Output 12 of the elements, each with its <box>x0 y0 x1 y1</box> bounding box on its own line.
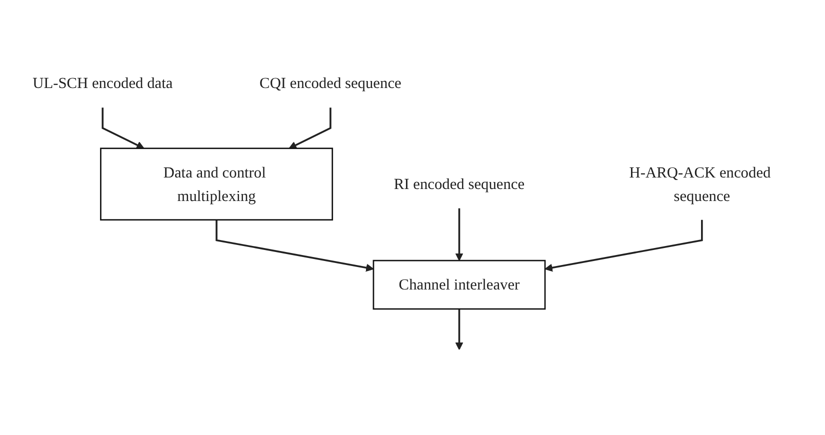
node-text: CQI encoded sequence <box>260 74 402 92</box>
node-text: UL-SCH encoded data <box>32 74 173 92</box>
node-box: Data and control multiplexing <box>100 148 334 221</box>
node-text: H-ARQ-ACK encoded sequence <box>629 164 771 204</box>
node-box: Channel interleaver <box>372 260 546 310</box>
node-text: RI encoded sequence <box>394 176 525 193</box>
arrow <box>455 208 464 262</box>
arrow <box>216 220 374 272</box>
arrow <box>544 220 703 272</box>
arrow <box>102 108 144 150</box>
arrow <box>288 108 332 150</box>
arrow <box>455 309 464 350</box>
